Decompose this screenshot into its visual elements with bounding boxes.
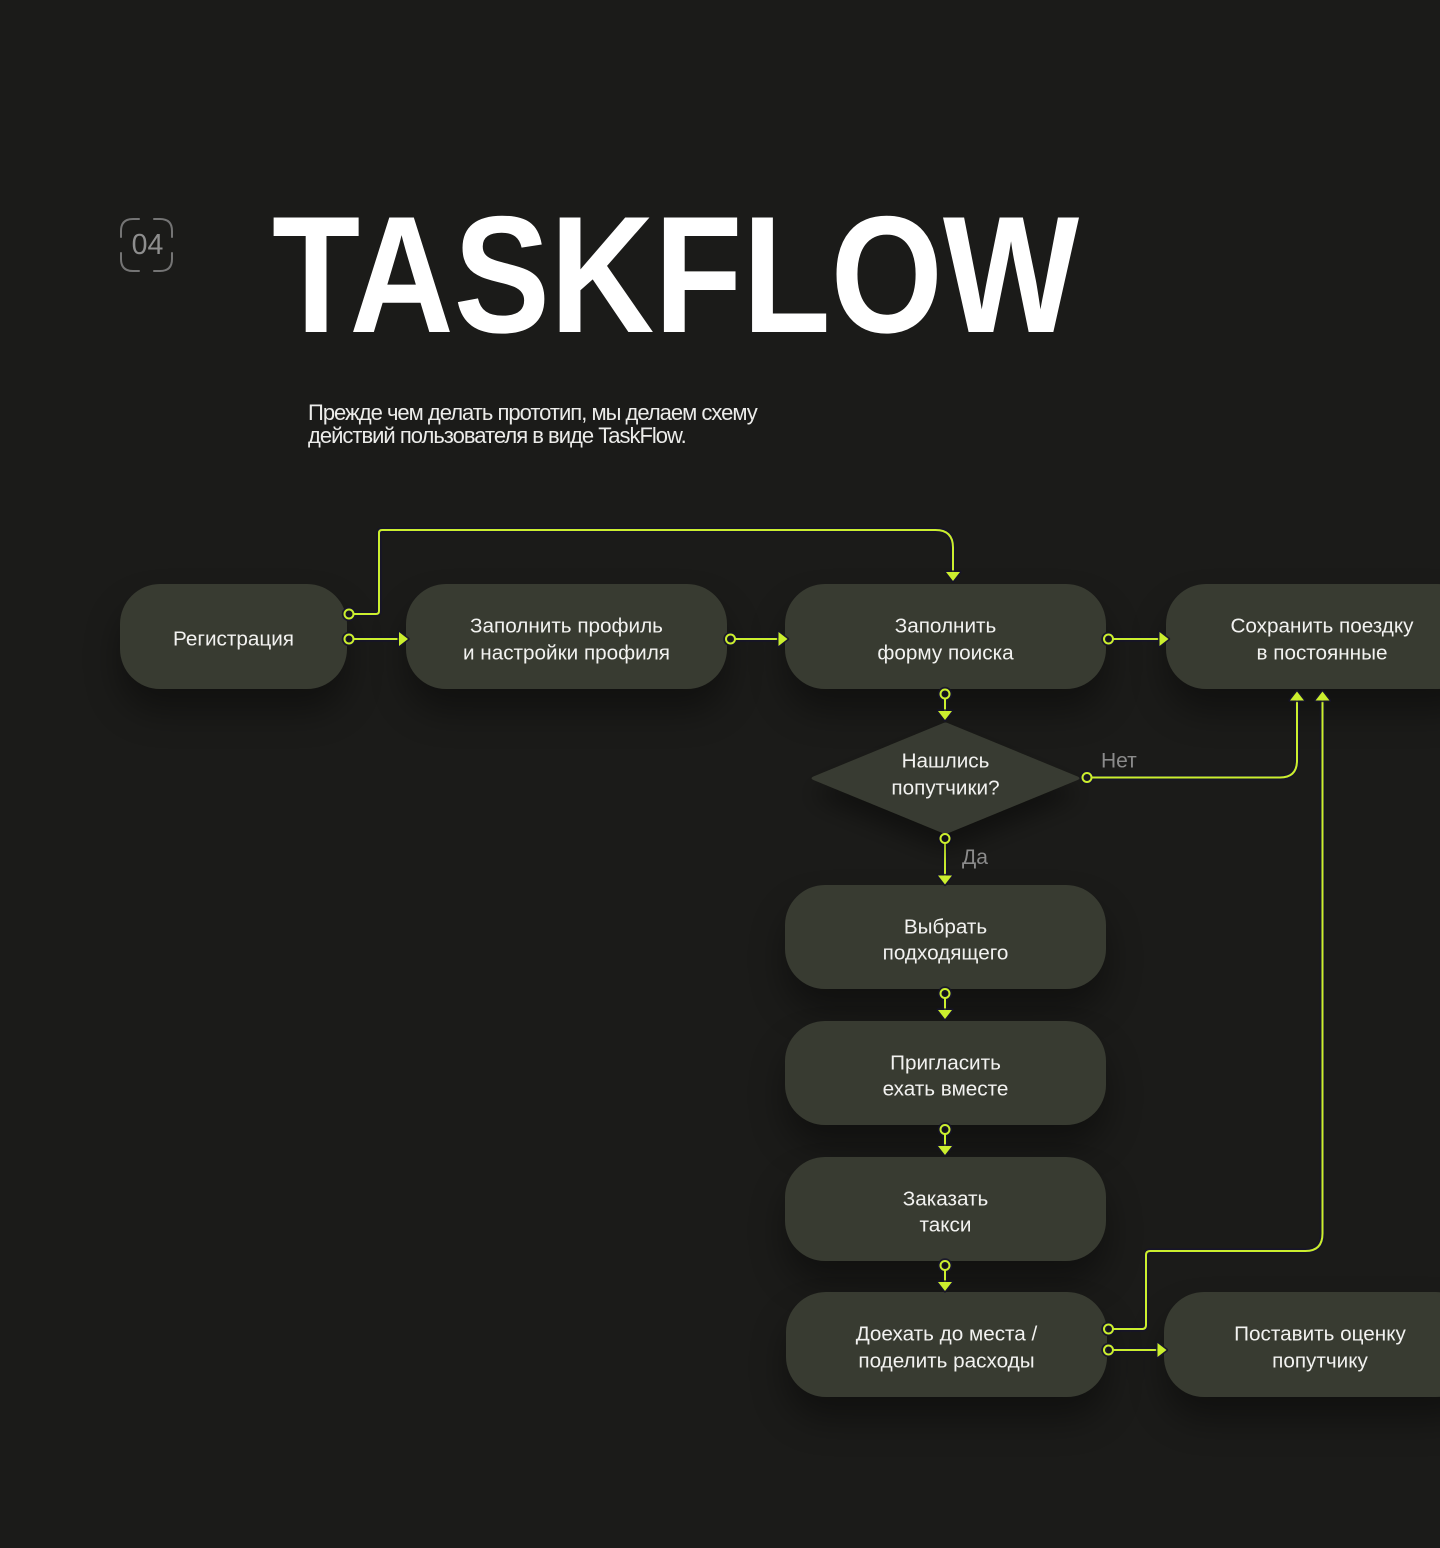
svg-text:Да: Да [962, 846, 988, 869]
svg-text:Нет: Нет [1101, 750, 1137, 773]
